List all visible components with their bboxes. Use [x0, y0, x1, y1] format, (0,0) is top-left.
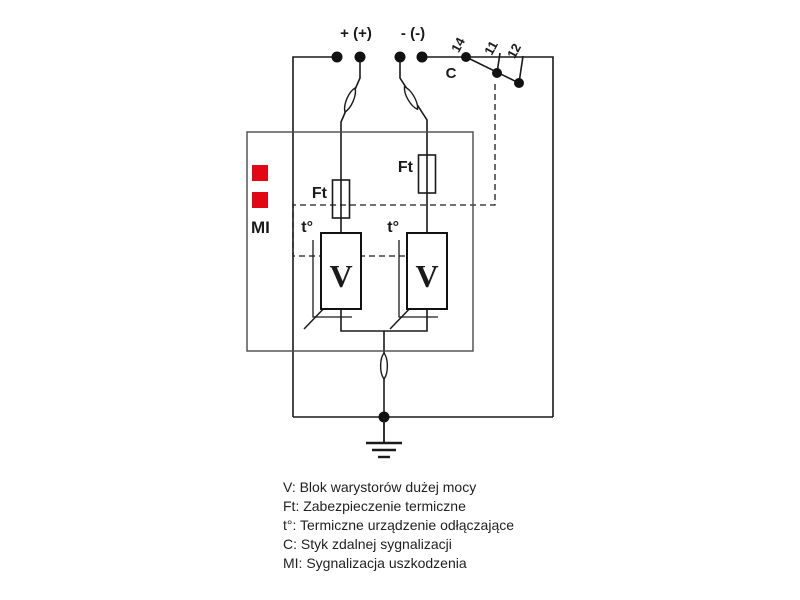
- thermal-fuse-right-symbol: [417, 154, 437, 194]
- device-outline: [246, 131, 474, 352]
- varistor-right-offset-border: [398, 240, 438, 318]
- wire-branch-left: [340, 57, 361, 233]
- signal-terminal-11-label: 11: [481, 38, 501, 57]
- terminal-dot-minus-2: [416, 51, 428, 63]
- varistor-right-box: [406, 232, 448, 310]
- fault-indicator-square-2: [252, 192, 268, 208]
- legend: V: Blok warystorów dużej mocy Ft: Zabezp…: [283, 479, 514, 571]
- wire-branch-right: [399, 57, 428, 233]
- fault-indicator-label: MI: [251, 218, 270, 237]
- thermal-disconnect-left-label: t°: [301, 219, 313, 236]
- signal-terminal-12-dot: [514, 78, 524, 88]
- thermal-fuse-right-label: Ft: [398, 159, 414, 176]
- varistor-left-offset-border: [312, 240, 352, 318]
- thermal-fuse-left-label: Ft: [312, 185, 328, 202]
- varistor-left-label: V: [329, 258, 352, 294]
- legend-line-thermal-disconnect: t°: Termiczne urządzenie odłączające: [283, 517, 514, 533]
- thermal-disconnect-right-label: t°: [387, 219, 399, 236]
- terminal-dot-minus-1: [394, 51, 406, 63]
- varistor-right-label: V: [415, 258, 438, 294]
- varistor-left-box: [320, 232, 362, 310]
- legend-line-remote-contact: C: Styk zdalnej sygnalizacji: [283, 536, 452, 552]
- signal-terminal-14-label: 14: [448, 34, 468, 54]
- wire-branch-join: [340, 309, 428, 332]
- wire-left-outer: [292, 56, 337, 417]
- connector-lens-earth: [379, 352, 389, 380]
- signal-terminal-12-label: 12: [504, 41, 524, 61]
- ground-symbol: [366, 417, 402, 459]
- remote-contact-label: C: [446, 65, 457, 82]
- thermal-fuse-left-symbol: [331, 179, 351, 219]
- legend-line-thermal-fuse: Ft: Zabezpieczenie termiczne: [283, 498, 466, 514]
- terminal-dot-plus-2: [354, 51, 366, 63]
- connector-lens-right: [400, 84, 422, 112]
- varistor-right: V: [389, 232, 448, 330]
- legend-line-varistor: V: Blok warystorów dużej mocy: [283, 479, 476, 495]
- negative-terminal-label: - (-): [401, 25, 425, 42]
- fault-indicator-square-1: [252, 165, 268, 181]
- signal-terminal-14-dot: [461, 52, 471, 62]
- connector-lens-left: [341, 86, 359, 114]
- signal-terminal-11-dot: [492, 68, 502, 78]
- legend-line-fault-indicator: MI: Sygnalizacja uszkodzenia: [283, 555, 467, 571]
- varistor-left: V: [303, 232, 362, 330]
- terminal-dot-plus-1: [331, 51, 343, 63]
- positive-terminal-label: + (+): [340, 25, 372, 42]
